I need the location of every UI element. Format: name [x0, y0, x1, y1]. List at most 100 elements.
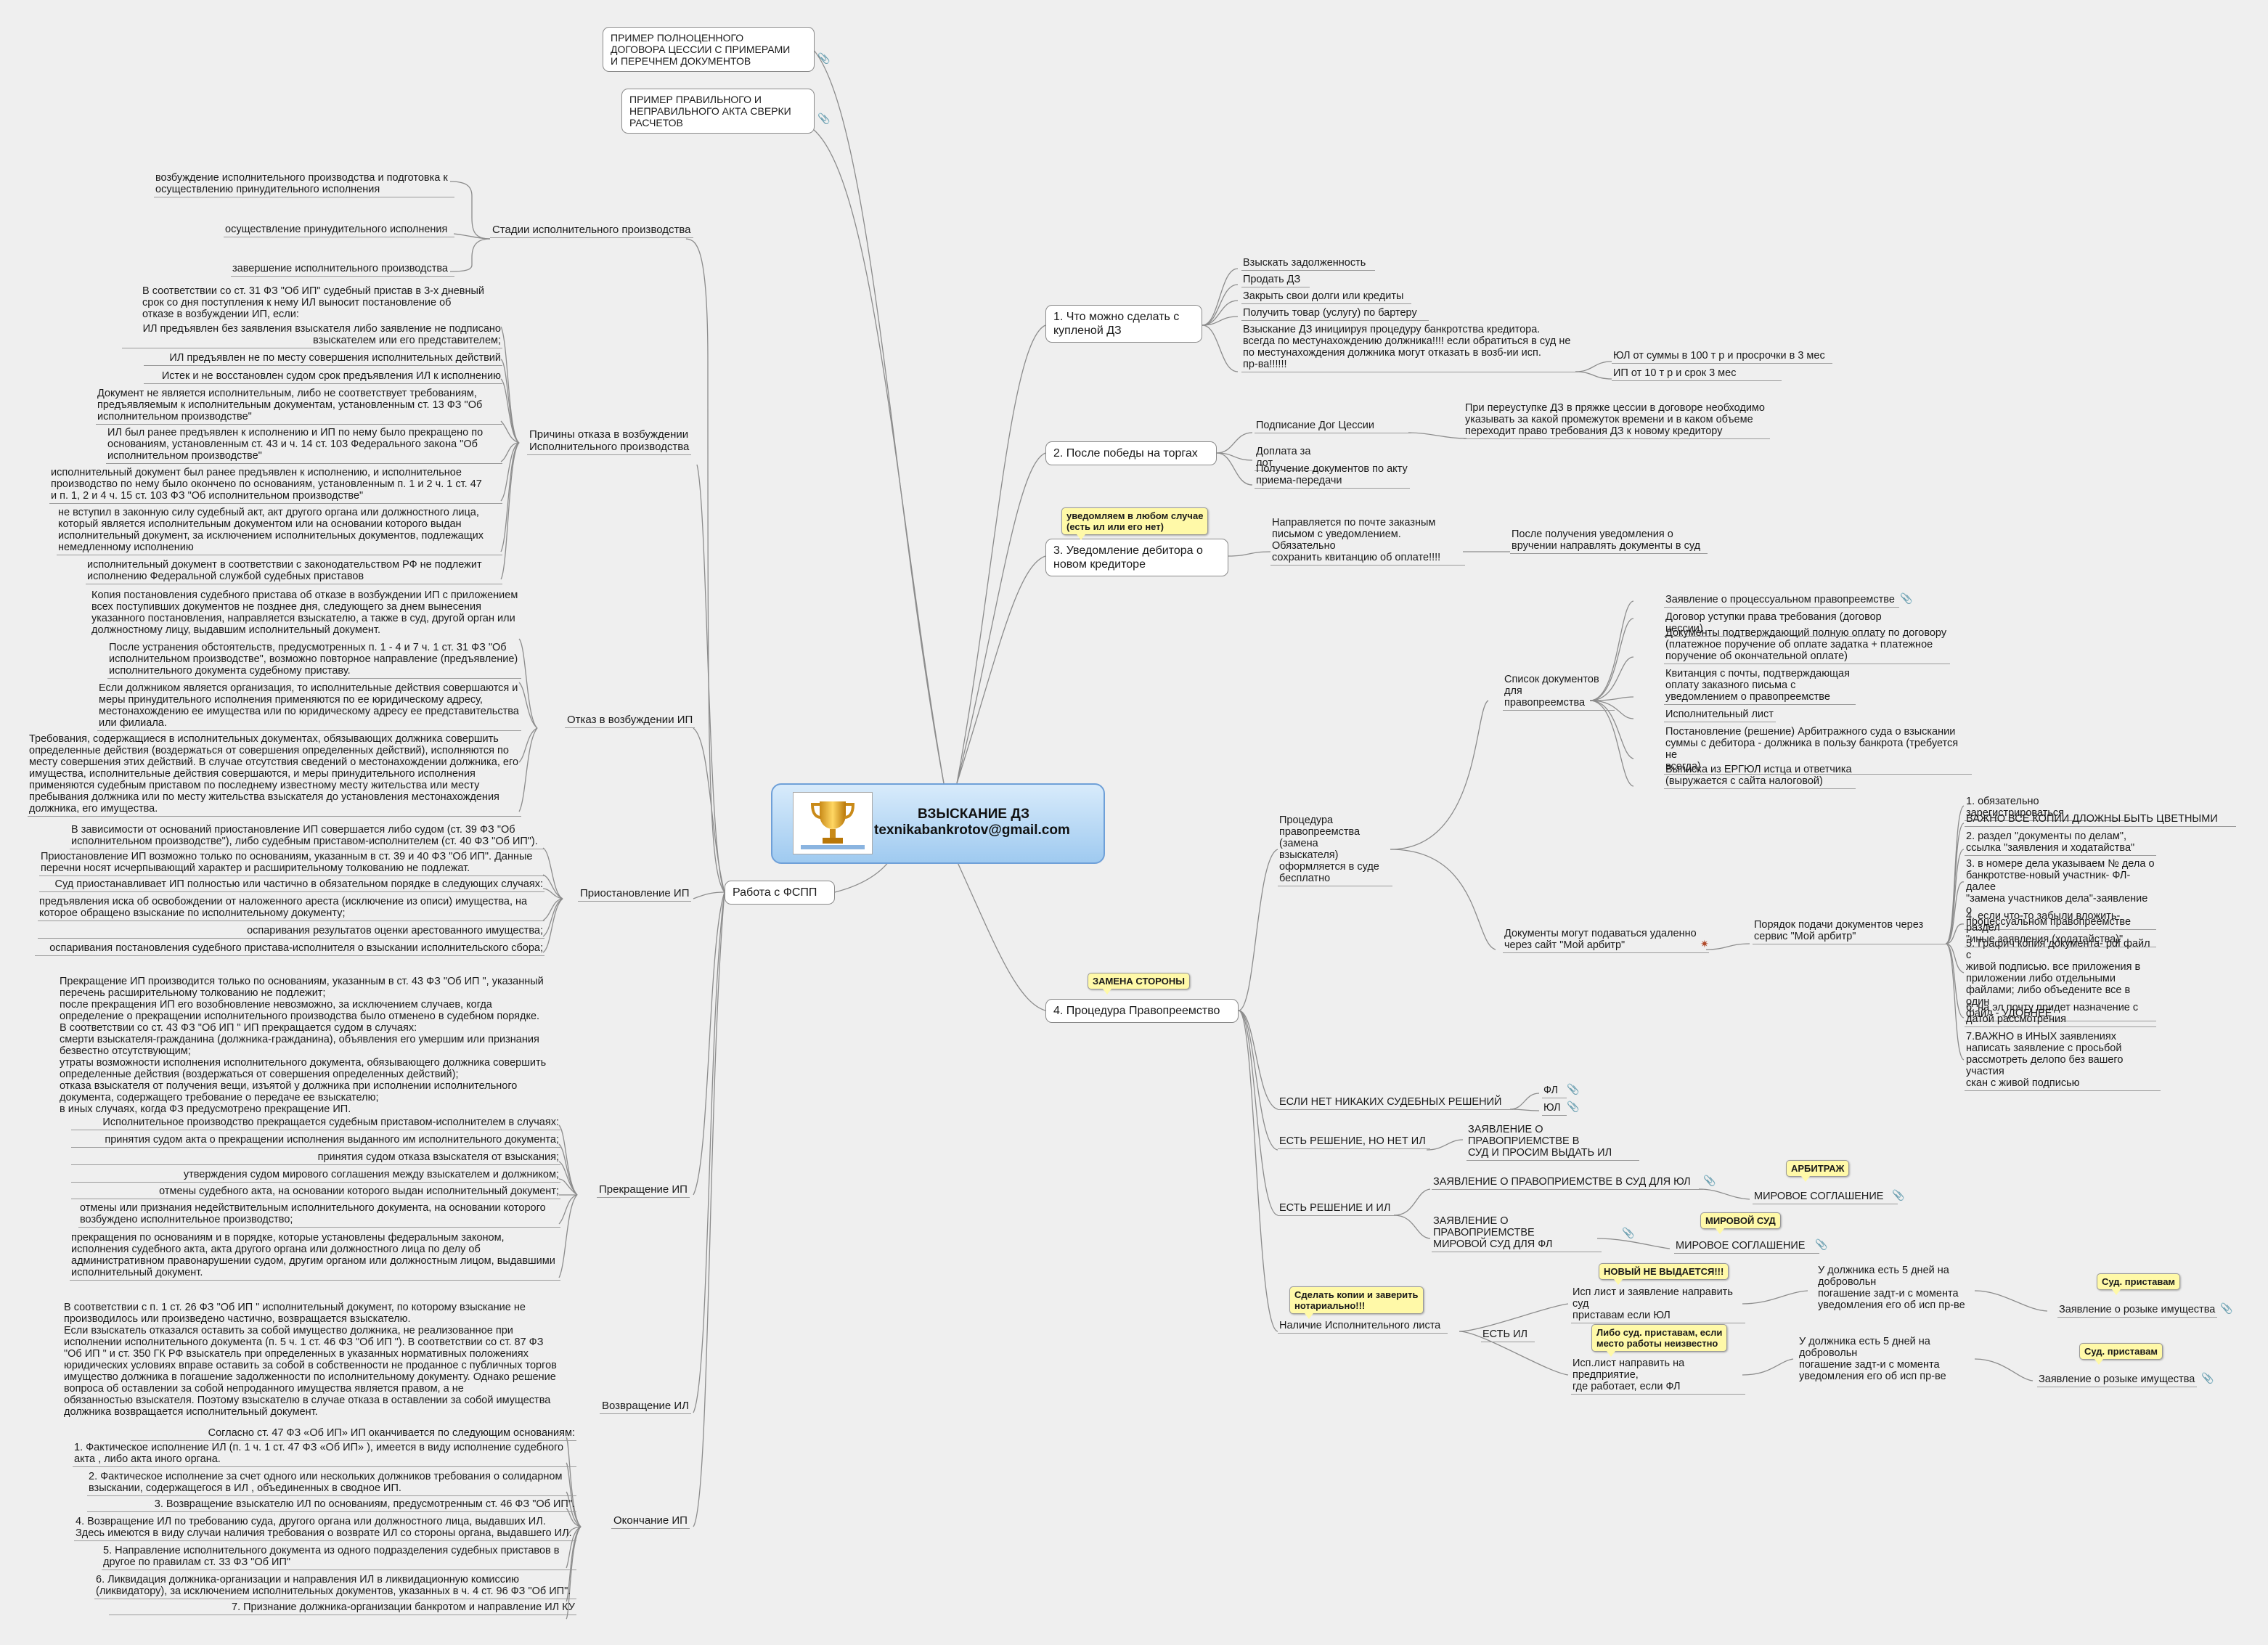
r1-sub-item: ИП от 10 т р и срок 3 мес [1612, 367, 1782, 381]
paperclip-icon[interactable]: 📎 [1892, 1189, 1905, 1201]
label-refusal-reasons[interactable]: Причины отказа в возбуждении Исполнитель… [527, 428, 692, 455]
r4-decision-il: ЕСТЬ РЕШЕНИЕ И ИЛ [1278, 1202, 1397, 1216]
label-stages[interactable]: Стадии исполнительного производства [490, 224, 693, 238]
r4-asset-search: Заявление о розыке имущества [2057, 1304, 2217, 1318]
r4-decision-no-il-sub: ЗАЯВЛЕНИЕ О ПРАВОПРИЕМСТВЕ В СУД И ПРОСИ… [1467, 1124, 1639, 1161]
central-topic[interactable]: ВЗЫСКАНИЕ ДЗ texnikabankrotov@gmail.com [771, 783, 1105, 864]
r4-fl-application: ЗАЯВЛЕНИЕ О ПРАВОПРИЕМСТВЕ МИРОВОЙ СУД Д… [1432, 1215, 1602, 1252]
topic-fssp[interactable]: Работа с ФСПП [725, 881, 835, 905]
paperclip-icon[interactable]: 📎 [1567, 1083, 1580, 1095]
callout-replace-sides: ЗАМЕНА СТОРОНЫ [1088, 973, 1190, 995]
topic-after-auction[interactable]: 2. После победы на торгах [1045, 441, 1217, 465]
topic-reconciliation-act[interactable]: ПРИМЕР ПРАВИЛЬНОГО И НЕПРАВИЛЬНОГО АКТА … [621, 89, 815, 134]
topic-notify-debtor[interactable]: 3. Уведомление дебитора о новом кредитор… [1045, 539, 1228, 576]
terminate-item: утверждения судом мирового соглашения ме… [71, 1169, 560, 1183]
label-refusal[interactable]: Отказ в возбуждении ИП [565, 714, 696, 728]
callout-copies: Сделать копии и заверить нотариально!!! [1289, 1286, 1424, 1319]
r4-no-decisions: ЕСЛИ НЕТ НИКАКИХ СУДЕБНЫХ РЕШЕНИЙ [1278, 1096, 1513, 1110]
central-email: texnikabankrotov@gmail.com [874, 822, 1070, 838]
r4-doclist-label: Список документов для правопреемства [1503, 674, 1615, 711]
doc-item: Исполнительный лист [1664, 709, 1776, 722]
refusal-item: Истек и не восстановлен судом срок предъ… [144, 370, 502, 384]
paperclip-icon[interactable]: 📎 [817, 113, 831, 124]
r4-debtor-days: У должника есть 5 дней на добровольн пог… [1818, 1265, 1965, 1311]
r4-order: Порядок подачи документов через сервис "… [1753, 919, 1949, 944]
pin-icon: ✷ [1700, 938, 1709, 950]
refusal-item: не вступил в законную силу судебный акт,… [57, 507, 502, 555]
doc-item: Документы подтверждающий полную оплату п… [1664, 627, 1950, 664]
label-return[interactable]: Возвращение ИЛ [600, 1400, 692, 1414]
stage-item: завершение исполнительного производства [231, 263, 454, 277]
suspend-item: оспаривания постановления судебного прис… [35, 942, 544, 956]
topic-cession-example[interactable]: ПРИМЕР ПОЛНОЦЕННОГО ДОГОВОРА ЦЕССИИ С ПР… [603, 27, 815, 72]
topic-what-to-do[interactable]: 1. Что можно сделать с купленой ДЗ [1045, 305, 1202, 343]
finish-item: Согласно ст. 47 ФЗ «Об ИП» ИП оканчивает… [131, 1427, 576, 1441]
refusal-item: ИЛ предъявлен без заявления взыскателя л… [122, 323, 502, 348]
finish-item: 7. Признание должника-организации банкро… [109, 1601, 576, 1615]
terminate-item: отмены или признания недействительным ис… [78, 1202, 560, 1228]
terminate-item: отмены судебного акта, на основании кото… [71, 1185, 560, 1199]
finish-item: 6. Ликвидация должника-организации и нап… [94, 1574, 576, 1599]
paperclip-icon[interactable]: 📎 [2220, 1302, 2233, 1314]
callout-bailiffs: Суд. приставам [2079, 1343, 2163, 1365]
step-item: 7.ВАЖНО в ИНЫХ заявлениях написать заявл… [1965, 1031, 2161, 1091]
r4-yl-settlement: МИРОВОЕ СОГЛАШЕНИЕ [1753, 1191, 1898, 1204]
doc-item: Договор уступки права требования (догово… [1664, 611, 1885, 637]
paperclip-icon[interactable]: 📎 [2201, 1372, 2214, 1384]
r4-remote: Документы могут подаваться удаленно чере… [1503, 928, 1709, 953]
suspend-item: оспаривания результатов оценки арестован… [38, 925, 544, 939]
finish-item: 5. Направление исполнительного документа… [102, 1545, 576, 1570]
otkaz-item: Требования, содержащиеся в исполнительны… [28, 733, 521, 817]
r1-item: Взыскание ДЗ инициируя процедуру банкрот… [1241, 324, 1578, 372]
refusal-item: исполнительный документ был ранее предъя… [49, 467, 502, 504]
paperclip-icon[interactable]: 📎 [1703, 1175, 1716, 1186]
paperclip-icon[interactable]: 📎 [1815, 1238, 1828, 1250]
step-item: 2. раздел "документы по делам", ссылка "… [1965, 830, 2156, 856]
doc-item: Выписка из ЕРГЮЛ истца и ответчика (выру… [1664, 764, 1856, 789]
finish-item: 3. Возвращение взыскателю ИЛ по основани… [87, 1498, 576, 1512]
r1-item: Получить товар (услугу) по бартеру [1241, 307, 1429, 321]
paperclip-icon[interactable]: 📎 [1622, 1227, 1635, 1238]
step-item: 6. на эл почту придет назначение с датой… [1965, 1002, 2156, 1027]
r4-yl-application: ЗАЯВЛЕНИЕ О ПРАВОПРИЕМСТВЕ В СУД ДЛЯ ЮЛ [1432, 1176, 1703, 1190]
trophy-image [793, 792, 873, 854]
suspend-item: предъявления иска об освобождении от нал… [38, 896, 544, 921]
terminate-item: принятия судом акта о прекращении исполн… [71, 1134, 560, 1148]
r1-sub-item: ЮЛ от суммы в 100 т р и просрочки в 3 ме… [1612, 350, 1832, 364]
refusal-item: Документ не является исполнительным, либ… [96, 388, 502, 425]
topic-succession[interactable]: 4. Процедура Правопреемство [1045, 999, 1239, 1023]
refusal-item: ИЛ предъявлен не по месту совершения исп… [144, 352, 502, 366]
r4-fl: ФЛ [1542, 1085, 1567, 1098]
callout-arbitrage: АРБИТРАЖ [1786, 1160, 1850, 1182]
otkaz-item: Если должником является организация, то … [97, 682, 521, 731]
suspend-item: В зависимости от оснований приостановлен… [70, 824, 544, 849]
doc-item: Постановление (решение) Арбитражного суд… [1664, 726, 1972, 775]
label-suspension[interactable]: Приостановление ИП [578, 887, 692, 902]
step-item: 3. в номере дела указываем № дела о банк… [1965, 858, 2156, 930]
doc-item: Заявление о процессуальном правопреемств… [1664, 594, 1899, 608]
terminate-item: Исполнительное производство прекращается… [71, 1117, 560, 1130]
refusal-item: исполнительный документ в соответствии с… [86, 559, 502, 584]
label-finish[interactable]: Окончание ИП [611, 1514, 690, 1529]
callout-either: Либо суд. приставам, если место работы н… [1591, 1324, 1728, 1357]
r3-sub: После получения уведомления о вручении н… [1510, 528, 1708, 554]
suspend-item: Приостановление ИП возможно только по ос… [39, 851, 544, 876]
terminate-intro: Прекращение ИП производится только по ос… [60, 976, 547, 1115]
callout-bailiffs: Суд. приставам [2097, 1273, 2181, 1295]
return-text: В соответствии с п. 1 ст. 26 ФЗ "Об ИП "… [64, 1302, 557, 1418]
label-termination[interactable]: Прекращение ИП [597, 1183, 690, 1198]
paperclip-icon[interactable]: 📎 [1567, 1101, 1580, 1112]
suspend-item: Суд приостанавливает ИП полностью или ча… [39, 878, 544, 892]
r4-il-option: Исп лист и заявление направить суд прист… [1571, 1286, 1745, 1323]
callout-not-issued: НОВЫЙ НЕ ВЫДАЕТСЯ!!! [1599, 1263, 1729, 1285]
r4-il-option: Исп.лист направить на предприятие, где р… [1571, 1358, 1745, 1395]
r1-item: Продать ДЗ [1241, 274, 1310, 287]
step-item: 1. обязательно зарегистрироваться [1965, 796, 2134, 821]
r1-item: Взыскать задолженность [1241, 257, 1375, 271]
r4-il-exists: Наличие Исполнительного листа [1278, 1320, 1448, 1334]
step-item: 5. Графич копия документа- pdf файл с жи… [1965, 938, 2156, 1021]
refusal-item: ИЛ был ранее предъявлен к исполнению и И… [106, 427, 502, 464]
paperclip-icon[interactable]: 📎 [817, 52, 831, 64]
paperclip-icon[interactable]: 📎 [1900, 592, 1913, 604]
central-title: ВЗЫСКАНИЕ ДЗ [918, 807, 1030, 822]
